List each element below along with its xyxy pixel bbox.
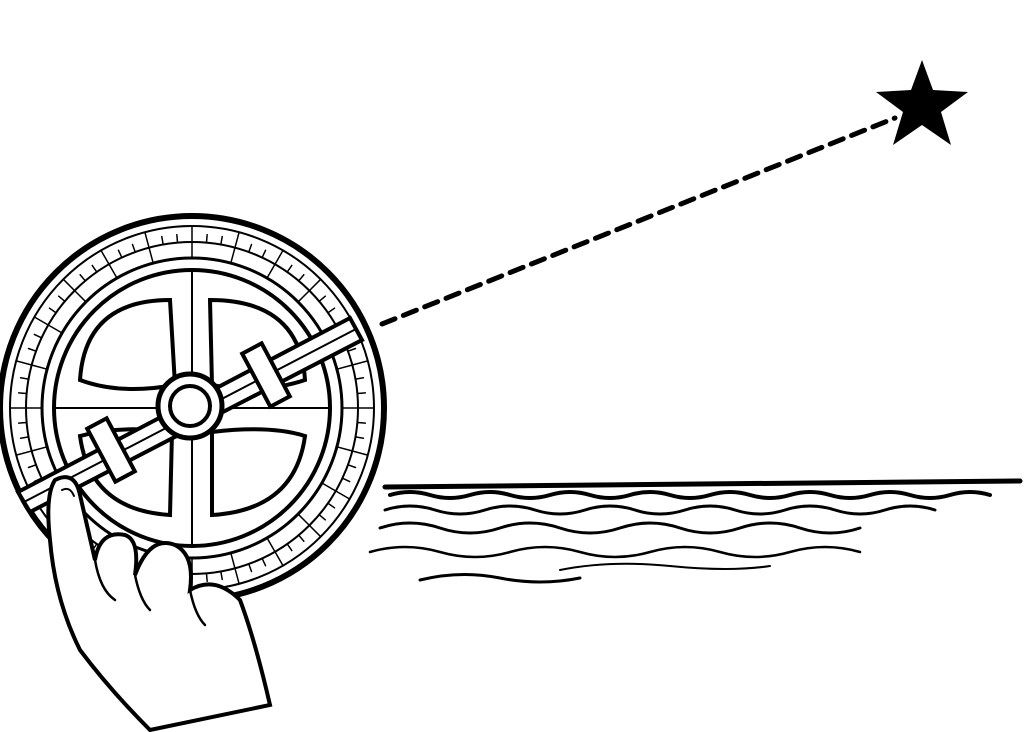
inner-ring-divider (266, 537, 276, 553)
inner-ring-divider (266, 263, 276, 279)
inner-ring-divider (30, 446, 48, 452)
inner-ring-divider (297, 289, 311, 303)
graduation-tick (91, 264, 98, 273)
graduation-tick (17, 421, 28, 424)
graduation-tick (297, 273, 305, 282)
inner-ring-divider (336, 446, 354, 452)
graduation-tick (176, 233, 179, 244)
graduation-tick (248, 563, 253, 573)
graduation-tick (62, 278, 76, 292)
graduation-tick (327, 502, 336, 509)
inner-ring-divider (108, 263, 118, 279)
graduation-tick (15, 360, 33, 366)
graduation-tick (261, 249, 267, 259)
graduation-tick (27, 347, 37, 352)
graduation-tick (161, 235, 164, 246)
graduation-tick (248, 243, 253, 253)
inner-ring-divider (321, 482, 337, 492)
graduation-tick (220, 570, 223, 581)
sight-line (379, 115, 898, 327)
graduation-tick (286, 264, 293, 273)
graduation-tick (57, 295, 66, 303)
graduation-tick (274, 249, 284, 265)
graduation-tick (79, 273, 87, 282)
graduation-tick (318, 295, 327, 303)
graduation-tick (131, 243, 136, 253)
graduation-tick (308, 524, 322, 538)
inner-ring-divider (230, 552, 236, 570)
graduation-tick (274, 551, 284, 567)
graduation-tick (205, 572, 208, 583)
graduation-tick (48, 307, 57, 314)
graduation-tick (354, 436, 365, 439)
graduation-tick (347, 347, 357, 352)
inner-ring-divider (73, 289, 87, 303)
graduation-tick (351, 360, 369, 366)
graduation-tick (234, 567, 240, 585)
graduation-tick (144, 231, 150, 249)
graduation-tick (234, 231, 240, 249)
graduation-tick (100, 249, 110, 265)
graduation-tick (356, 392, 367, 395)
graduation-tick (327, 307, 336, 314)
graduation-tick (27, 464, 37, 469)
graduation-tick (117, 249, 123, 259)
graduation-tick (19, 436, 30, 439)
astrolabe (0, 213, 387, 603)
inner-ring-divider (47, 324, 63, 334)
graduation-tick (17, 392, 28, 395)
graduation-tick (308, 278, 322, 292)
graduation-tick (15, 450, 33, 456)
inner-ring-divider (297, 513, 311, 527)
graduation-tick (335, 490, 351, 500)
inner-ring-divider (336, 364, 354, 370)
graduation-tick (261, 557, 267, 567)
graduation-tick (354, 377, 365, 380)
graduation-tick (286, 543, 293, 552)
sea (368, 478, 1023, 584)
graduation-tick (205, 233, 208, 244)
graduation-tick (351, 450, 369, 456)
graduation-tick (220, 235, 223, 246)
graduation-tick (33, 333, 43, 339)
inner-ring-divider (148, 246, 154, 264)
graduation-tick (341, 477, 351, 483)
graduation-tick (19, 377, 30, 380)
graduation-tick (347, 464, 357, 469)
graduation-tick (33, 316, 49, 326)
star-icon (876, 60, 968, 145)
inner-ring-divider (30, 364, 48, 370)
hand (46, 475, 273, 732)
graduation-tick (318, 513, 327, 521)
inner-ring-divider (230, 246, 236, 264)
graduation-tick (356, 421, 367, 424)
graduation-tick (297, 534, 305, 543)
